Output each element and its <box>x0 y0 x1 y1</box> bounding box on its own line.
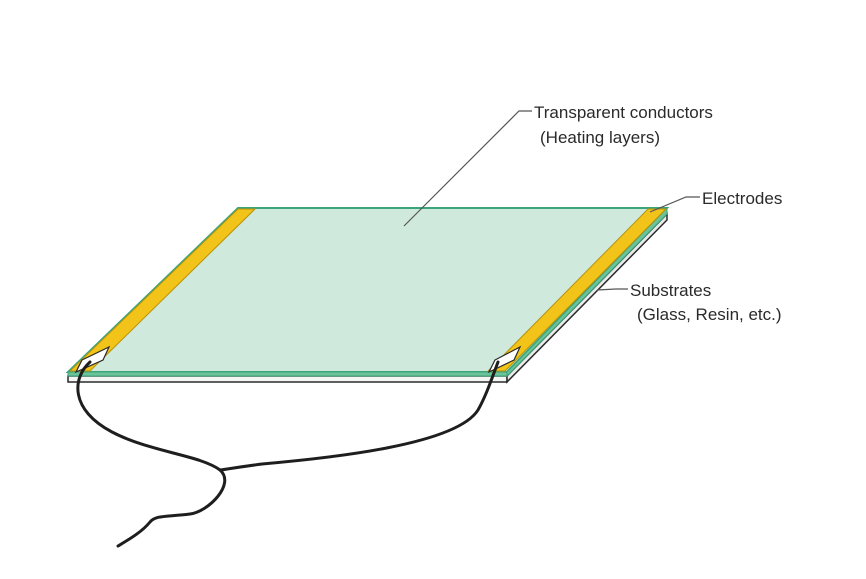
label-substrate-examples: (Glass, Resin, etc.) <box>637 305 782 324</box>
electrode-right <box>486 208 668 372</box>
heating-layer-side-edge <box>506 206 668 378</box>
label-transparent-conductors: Transparent conductors <box>534 103 713 122</box>
leader-electrodes <box>649 196 700 213</box>
label-electrodes: Electrodes <box>702 189 783 208</box>
leader-transparent-conductors <box>403 110 532 227</box>
leader-substrates <box>596 288 628 291</box>
label-substrates: Substrates <box>630 281 712 300</box>
terminal-pad-left <box>74 345 111 374</box>
label-heating-layers: (Heating layers) <box>540 128 660 147</box>
substrate-front-face <box>67 375 508 383</box>
wire <box>76 360 500 548</box>
heating-layer-front-edge <box>67 371 508 377</box>
